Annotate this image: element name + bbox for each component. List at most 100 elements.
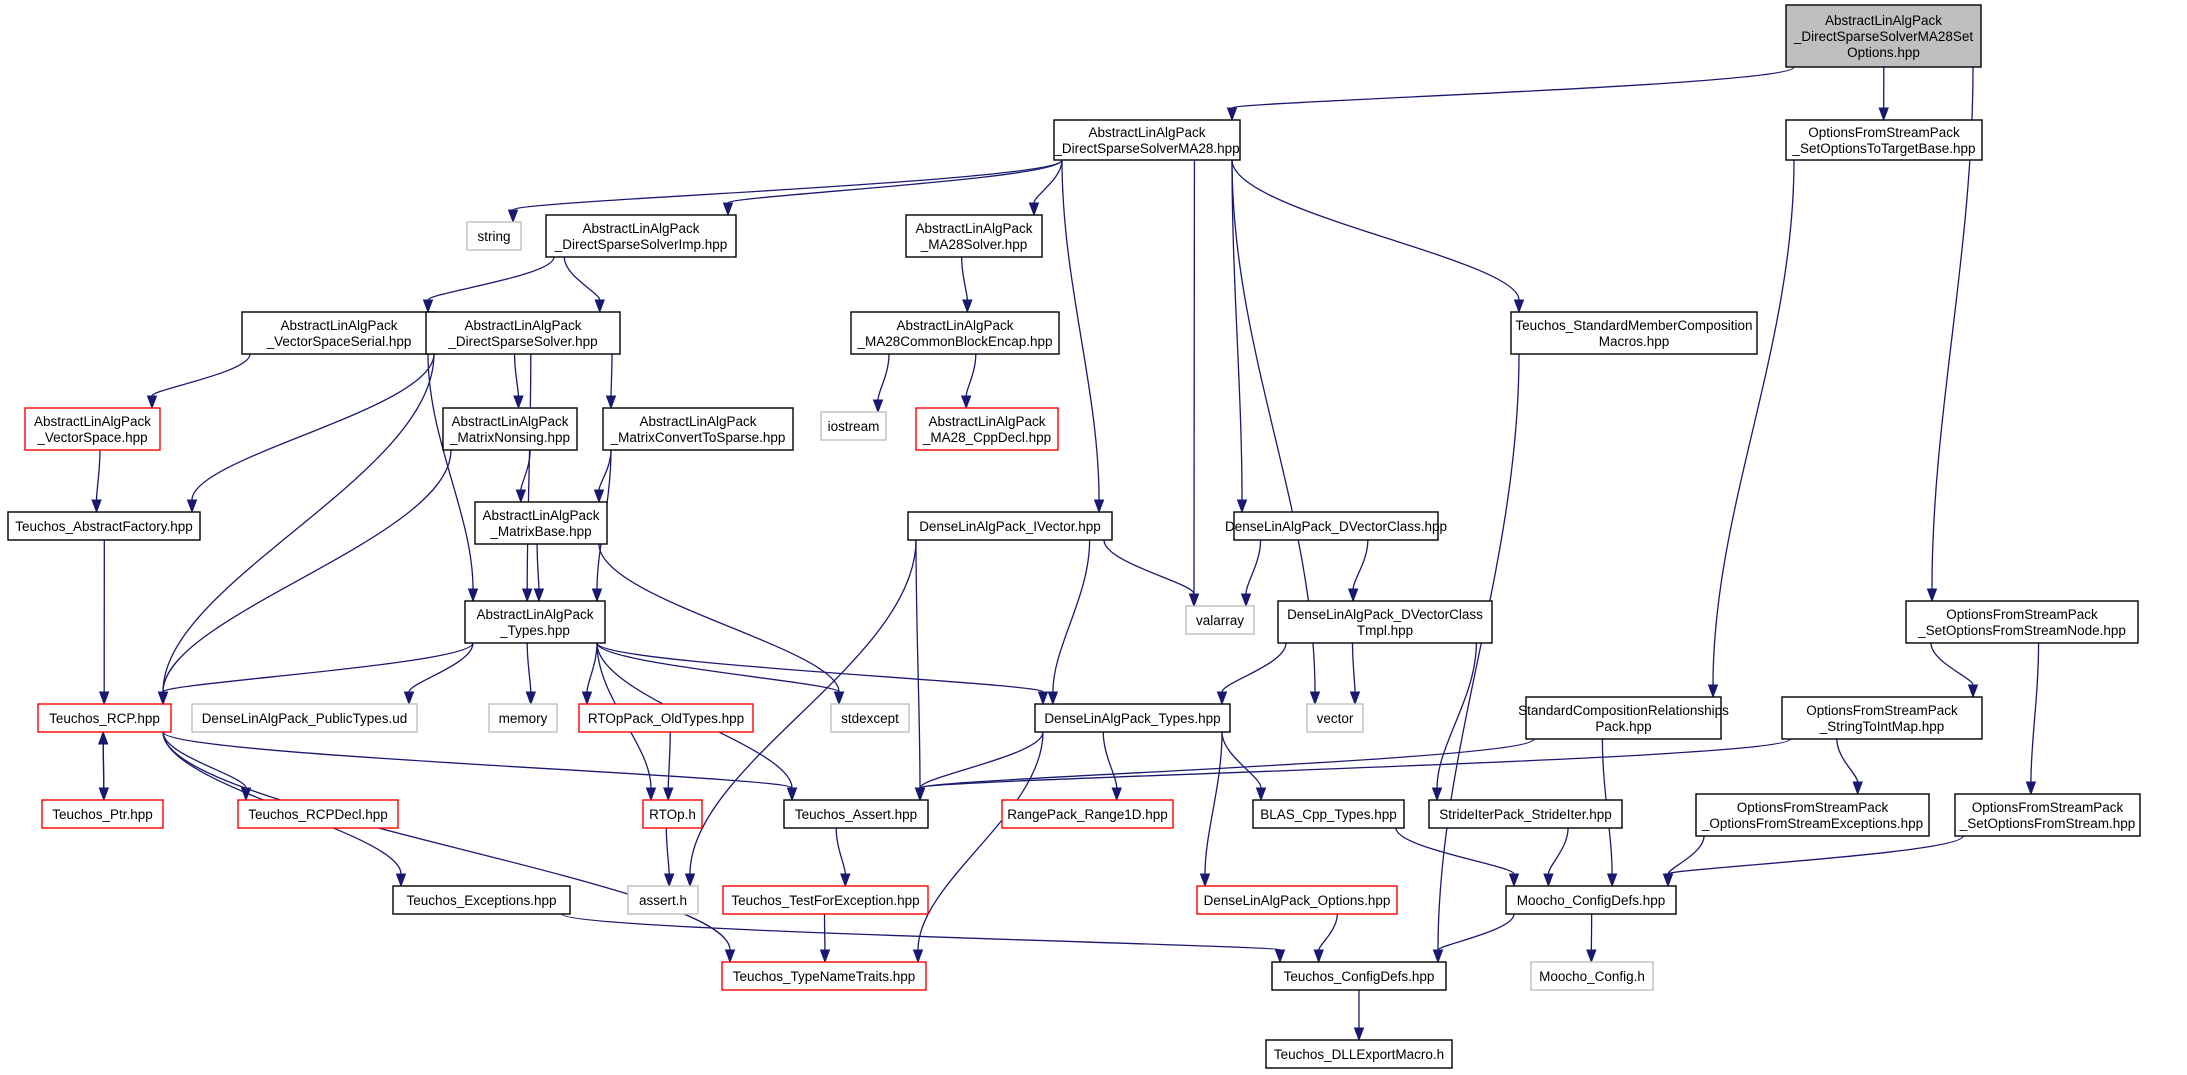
arrow-head-icon bbox=[684, 873, 696, 888]
edge-dltypes-to-blas bbox=[1221, 731, 1267, 802]
edge-str2int-to-ofs_exc bbox=[1836, 738, 1863, 796]
node-rcpdecl[interactable]: Teuchos_RCPDecl.hpp bbox=[237, 799, 399, 829]
node-moochocfg[interactable]: Moocho_ConfigDefs.hpp bbox=[1505, 885, 1677, 915]
node-ofs_target[interactable]: OptionsFromStreamPack_SetOptionsToTarget… bbox=[1785, 119, 1983, 161]
arrow-head-icon bbox=[1349, 691, 1361, 706]
node-str2int[interactable]: OptionsFromStreamPack_StringToIntMap.hpp bbox=[1781, 696, 1983, 740]
edge-mbase-to-stdexcept bbox=[598, 543, 845, 706]
node-range1d[interactable]: RangePack_Range1D.hpp bbox=[1001, 799, 1174, 829]
edge-line bbox=[610, 353, 613, 397]
edge-line bbox=[1930, 642, 1974, 686]
edge-strideiter-to-moochocfg bbox=[1543, 827, 1569, 888]
node-vss[interactable]: AbstractLinAlgPack_VectorSpaceSerial.hpp bbox=[241, 311, 437, 355]
arrow-head-icon bbox=[98, 691, 110, 706]
node-ptr[interactable]: Teuchos_Ptr.hpp bbox=[41, 799, 164, 829]
node-label: DenseLinAlgPack_PublicTypes.ud bbox=[202, 711, 408, 726]
edge-line bbox=[1547, 827, 1569, 875]
edge-ptr-to-rcp bbox=[97, 730, 109, 801]
node-strideiter[interactable]: StrideIterPack_StrideIter.hpp bbox=[1428, 799, 1623, 829]
arrow-head-icon bbox=[1240, 593, 1252, 608]
node-mnonsing[interactable]: AbstractLinAlgPack_MatrixNonsing.hpp bbox=[442, 407, 578, 451]
node-blas[interactable]: BLAS_Cpp_Types.hpp bbox=[1252, 799, 1405, 829]
node-ofs_node[interactable]: OptionsFromStreamPack_SetOptionsFromStre… bbox=[1905, 600, 2139, 644]
node-label: memory bbox=[499, 711, 548, 726]
edge-line bbox=[1712, 159, 1795, 686]
node-ma28[interactable]: AbstractLinAlgPack_DirectSparseSolverMA2… bbox=[1053, 119, 1241, 161]
arrow-head-icon bbox=[1878, 107, 1889, 122]
edge-dloptions-to-teuchoscfg bbox=[1313, 913, 1338, 964]
node-box bbox=[1905, 600, 2139, 644]
edge-line bbox=[1231, 159, 1520, 301]
node-label: _MA28CommonBlockEncap.hpp bbox=[856, 334, 1052, 349]
node-box bbox=[850, 311, 1060, 355]
edge-line bbox=[586, 642, 598, 693]
node-dssimp[interactable]: AbstractLinAlgPack_DirectSparseSolverImp… bbox=[545, 214, 737, 258]
node-pubtypes: DenseLinAlgPack_PublicTypes.ud bbox=[191, 703, 418, 733]
node-label: BLAS_Cpp_Types.hpp bbox=[1260, 807, 1397, 822]
arrow-head-icon bbox=[395, 873, 407, 888]
edge-mnonsing-to-rcp bbox=[157, 449, 452, 706]
node-assert[interactable]: Teuchos_Assert.hpp bbox=[783, 799, 929, 829]
arrow-head-icon bbox=[786, 787, 798, 802]
node-mcts[interactable]: AbstractLinAlgPack_MatrixConvertToSparse… bbox=[602, 407, 794, 451]
node-dloptions[interactable]: DenseLinAlgPack_Options.hpp bbox=[1196, 885, 1398, 915]
arrow-head-icon bbox=[515, 489, 527, 504]
node-exceptions[interactable]: Teuchos_Exceptions.hpp bbox=[392, 885, 571, 915]
edge-types-to-dltypes bbox=[596, 642, 1049, 706]
node-box bbox=[1265, 1039, 1453, 1069]
edge-vss-to-types bbox=[427, 353, 479, 603]
node-box bbox=[721, 961, 927, 991]
arrow-head-icon bbox=[1707, 684, 1719, 699]
node-mbase[interactable]: AbstractLinAlgPack_MatrixBase.hpp bbox=[474, 501, 608, 545]
node-ma28cpp[interactable]: AbstractLinAlgPack_MA28_CppDecl.hpp bbox=[915, 407, 1059, 451]
node-box bbox=[1695, 793, 1930, 837]
node-ma28solver[interactable]: AbstractLinAlgPack_MA28Solver.hpp bbox=[905, 214, 1043, 258]
node-dss[interactable]: AbstractLinAlgPack_DirectSparseSolver.hp… bbox=[425, 311, 621, 355]
arrow-head-icon bbox=[722, 202, 734, 217]
node-ofs_exc[interactable]: OptionsFromStreamPack_OptionsFromStreamE… bbox=[1695, 793, 1930, 837]
node-rtop[interactable]: RTOp.h bbox=[642, 799, 703, 829]
node-absfactory[interactable]: Teuchos_AbstractFactory.hpp bbox=[7, 511, 201, 541]
node-dltypes[interactable]: DenseLinAlgPack_Types.hpp bbox=[1034, 703, 1231, 733]
node-rcp[interactable]: Teuchos_RCP.hpp bbox=[37, 703, 172, 733]
node-dllexport[interactable]: Teuchos_DLLExportMacro.h bbox=[1265, 1039, 1453, 1069]
edge-line bbox=[102, 743, 105, 801]
edge-line bbox=[1231, 66, 1795, 109]
node-valarray: valarray bbox=[1185, 605, 1255, 635]
node-root[interactable]: AbstractLinAlgPack_DirectSparseSolverMA2… bbox=[1785, 4, 1982, 68]
node-label: _StringToIntMap.hpp bbox=[1819, 719, 1945, 734]
arrow-head-icon bbox=[912, 949, 924, 964]
edge-dss-to-mnonsing bbox=[513, 353, 524, 410]
edge-line bbox=[162, 731, 247, 789]
node-dvclass[interactable]: DenseLinAlgPack_DVectorClass.hpp bbox=[1225, 511, 1447, 541]
arrow-head-icon bbox=[960, 395, 972, 410]
edge-ma28-to-dssimp bbox=[722, 159, 1063, 217]
edge-line bbox=[919, 738, 1535, 789]
node-ma28cbe[interactable]: AbstractLinAlgPack_MA28CommonBlockEncap.… bbox=[850, 311, 1060, 355]
node-ivector[interactable]: DenseLinAlgPack_IVector.hpp bbox=[907, 511, 1113, 541]
node-box bbox=[392, 885, 571, 915]
edge-ivector-to-asserth bbox=[684, 539, 917, 888]
node-tfe[interactable]: Teuchos_TestForException.hpp bbox=[722, 885, 929, 915]
edge-ma28-to-smcm bbox=[1231, 159, 1525, 314]
node-label: StrideIterPack_StrideIter.hpp bbox=[1439, 807, 1612, 822]
node-label: _OptionsFromStreamExceptions.hpp bbox=[1701, 816, 1923, 831]
node-vspace[interactable]: AbstractLinAlgPack_VectorSpace.hpp bbox=[24, 407, 161, 451]
edge-line bbox=[1221, 642, 1287, 693]
node-label: _Types.hpp bbox=[499, 623, 570, 638]
node-box bbox=[1428, 799, 1623, 829]
edge-line bbox=[667, 731, 671, 789]
arrow-head-icon bbox=[833, 691, 845, 706]
node-box bbox=[488, 703, 558, 733]
node-types[interactable]: AbstractLinAlgPack_Types.hpp bbox=[464, 600, 606, 644]
edge-ivector-to-dltypes bbox=[1047, 539, 1091, 706]
arrow-head-icon bbox=[1226, 107, 1238, 122]
node-smcm[interactable]: Teuchos_StandardMemberCompositionMacros.… bbox=[1510, 311, 1758, 355]
node-ofs_set[interactable]: OptionsFromStreamPack_SetOptionsFromStre… bbox=[1954, 793, 2141, 837]
node-typenametraits[interactable]: Teuchos_TypeNameTraits.hpp bbox=[721, 961, 927, 991]
node-rtoptypes[interactable]: RTOpPack_OldTypes.hpp bbox=[578, 703, 754, 733]
arrow-head-icon bbox=[1255, 787, 1267, 802]
node-teuchoscfg[interactable]: Teuchos_ConfigDefs.hpp bbox=[1271, 961, 1447, 991]
